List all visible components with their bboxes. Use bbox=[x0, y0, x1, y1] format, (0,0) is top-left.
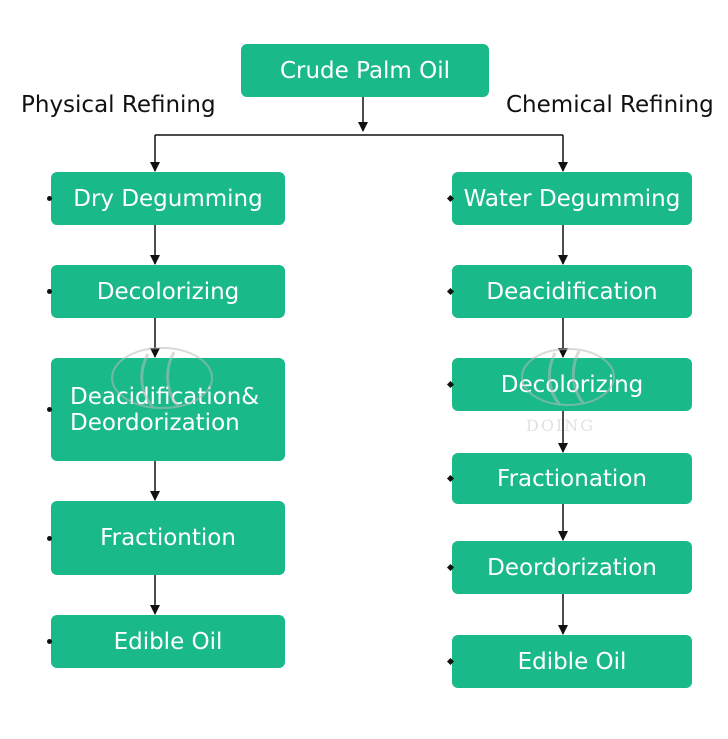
chemical-step-fractionation: Fractionation bbox=[452, 453, 692, 504]
chemical-step-deordorization: Deordorization bbox=[452, 541, 692, 594]
root-node-label: Crude Palm Oil bbox=[279, 57, 451, 84]
physical-step-label-line2: Deordorization bbox=[70, 409, 240, 436]
bullet-dot bbox=[47, 289, 52, 294]
bullet-dot bbox=[47, 407, 52, 412]
chemical-step-water-degumming: Water Degumming bbox=[452, 172, 692, 225]
root-node: Crude Palm Oil bbox=[241, 44, 489, 97]
chemical-step-label: Deordorization bbox=[487, 554, 657, 581]
physical-step-label: Decolorizing bbox=[96, 278, 240, 305]
physical-step-dry-degumming: Dry Degumming bbox=[51, 172, 285, 225]
physical-step-label: Edible Oil bbox=[113, 628, 223, 655]
chemical-refining-title: Chemical Refining bbox=[506, 92, 714, 118]
physical-step-fractiontion: Fractiontion bbox=[51, 501, 285, 575]
chemical-step-deacidification: Deacidification bbox=[452, 265, 692, 318]
chemical-step-decolorizing: Decolorizing bbox=[452, 358, 692, 411]
chemical-step-label: Edible Oil bbox=[517, 648, 627, 675]
chemical-step-label: Decolorizing bbox=[500, 371, 644, 398]
physical-step-label-line1: Deacidification& bbox=[70, 383, 260, 410]
physical-step-label: Dry Degumming bbox=[73, 185, 263, 212]
bullet-dot bbox=[47, 196, 52, 201]
physical-refining-title: Physical Refining bbox=[21, 92, 216, 118]
chemical-step-label: Deacidification bbox=[486, 278, 658, 305]
chemical-step-edible-oil: Edible Oil bbox=[452, 635, 692, 688]
physical-step-deacidification-deordorization: Deacidification& Deordorization bbox=[51, 358, 285, 461]
physical-step-edible-oil: Edible Oil bbox=[51, 615, 285, 668]
physical-step-label: Fractiontion bbox=[100, 525, 236, 551]
chemical-step-label: Fractionation bbox=[497, 465, 647, 492]
bullet-dot bbox=[47, 639, 52, 644]
physical-step-decolorizing: Decolorizing bbox=[51, 265, 285, 318]
bullet-dot bbox=[47, 536, 52, 541]
chemical-step-label: Water Degumming bbox=[463, 185, 681, 212]
